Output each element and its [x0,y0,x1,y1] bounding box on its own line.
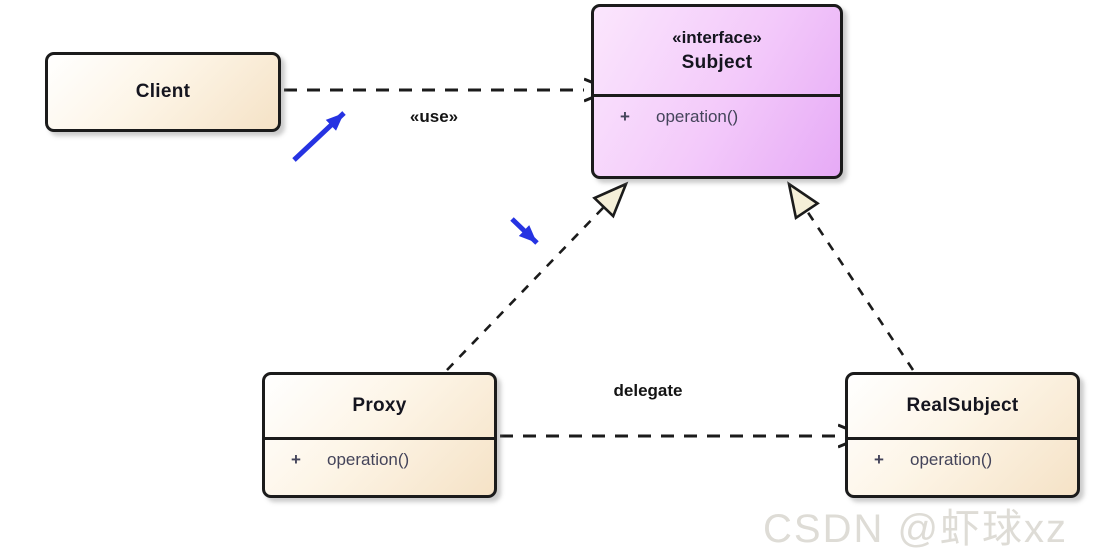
class-realsubject-operation: + operation() [874,450,992,470]
class-proxy-name: Proxy [352,395,407,416]
operation-visibility: + [291,450,301,469]
class-subject-operation: + operation() [620,107,738,127]
delegate-edge-label: delegate [613,381,683,400]
class-subject-name: Subject [681,51,753,73]
operation-visibility: + [874,450,884,469]
use-edge-label: «use» [409,107,459,126]
realization-proxy-subject-line [446,181,629,371]
realization-realsubject-subject-line [787,181,915,371]
operation-visibility: + [620,107,630,126]
operation-signature: operation() [327,450,410,469]
class-realsubject: RealSubject + operation() [845,372,1080,498]
class-client: Client [45,52,281,132]
class-subject-stereotype: «interface» [672,27,762,47]
class-proxy: Proxy + operation() [262,372,497,498]
csdn-watermark: CSDN @虾球xz [763,507,1069,549]
operation-signature: operation() [656,107,739,126]
annotation-arrow-realization [510,217,539,245]
class-client-name: Client [135,81,191,102]
operation-signature: operation() [910,450,993,469]
annotation-arrow-use [292,111,346,162]
class-realsubject-name: RealSubject [906,395,1019,416]
class-proxy-operation: + operation() [291,450,409,470]
class-subject: «interface» Subject + operation() [591,4,843,179]
